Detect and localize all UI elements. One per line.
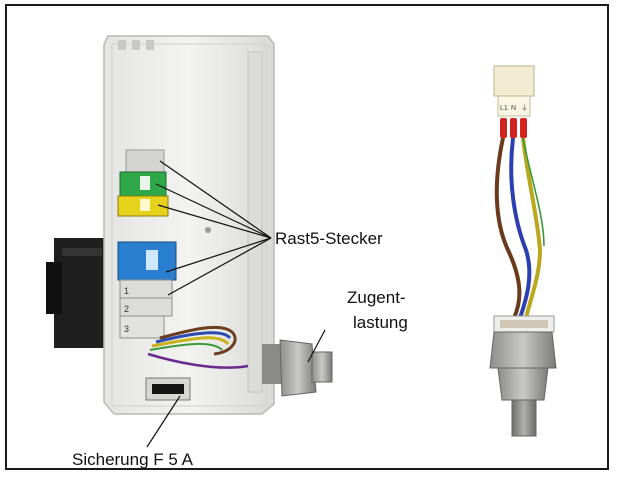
connector-mark-earth: ⏚ [521, 104, 528, 112]
terminal-mark: 2 [124, 304, 129, 314]
label-zugent-line2: lastung [353, 313, 408, 332]
cable-gland [311, 351, 333, 383]
sheathed-cable [511, 399, 537, 437]
terminal-box [46, 35, 333, 415]
connector-mark-n: N [511, 105, 516, 112]
fuse [152, 384, 184, 394]
label-zugent-line1: Zugent- [347, 288, 406, 307]
terminal-mark: 1 [124, 286, 129, 296]
label-rast5-stecker: Rast5-Stecker [275, 229, 383, 248]
connector-mark-l1: L1 [500, 105, 508, 112]
cable-assembly: L1 N ⏚ [489, 65, 557, 437]
annotation-lines [146, 160, 326, 448]
mounting-clip [54, 238, 106, 348]
label-sicherung: Sicherung F 5 A [72, 450, 193, 469]
terminal-mark: 3 [124, 324, 129, 334]
